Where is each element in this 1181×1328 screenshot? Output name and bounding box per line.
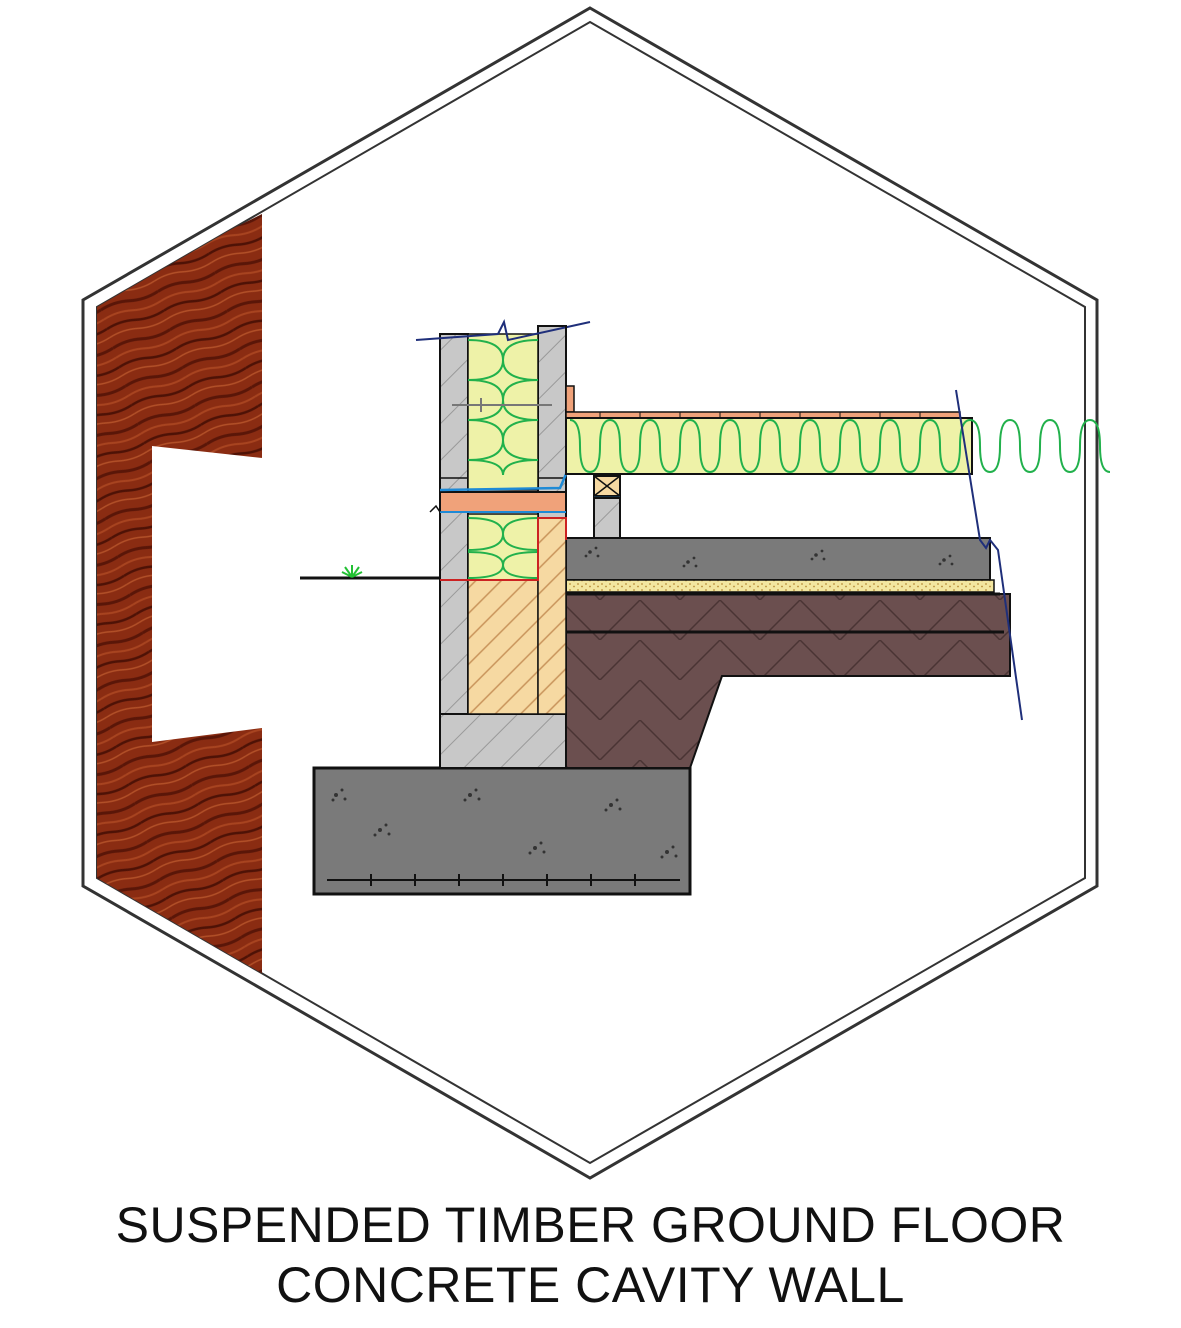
detail-drawing (81, 6, 1111, 1180)
subsoil (565, 592, 1011, 769)
cavity-wall (415, 319, 591, 769)
strip-foundation (312, 766, 692, 896)
ground-level (300, 504, 441, 580)
grass-icon (341, 565, 363, 578)
oversite-concrete (565, 537, 995, 593)
timber-panel-graphic (97, 214, 262, 975)
caption-title-line-1: SUSPENDED TIMBER GROUND FLOOR (115, 1197, 1066, 1253)
suspended-timber-floor (565, 385, 1111, 721)
caption-title-line-2: CONCRETE CAVITY WALL (276, 1257, 905, 1313)
